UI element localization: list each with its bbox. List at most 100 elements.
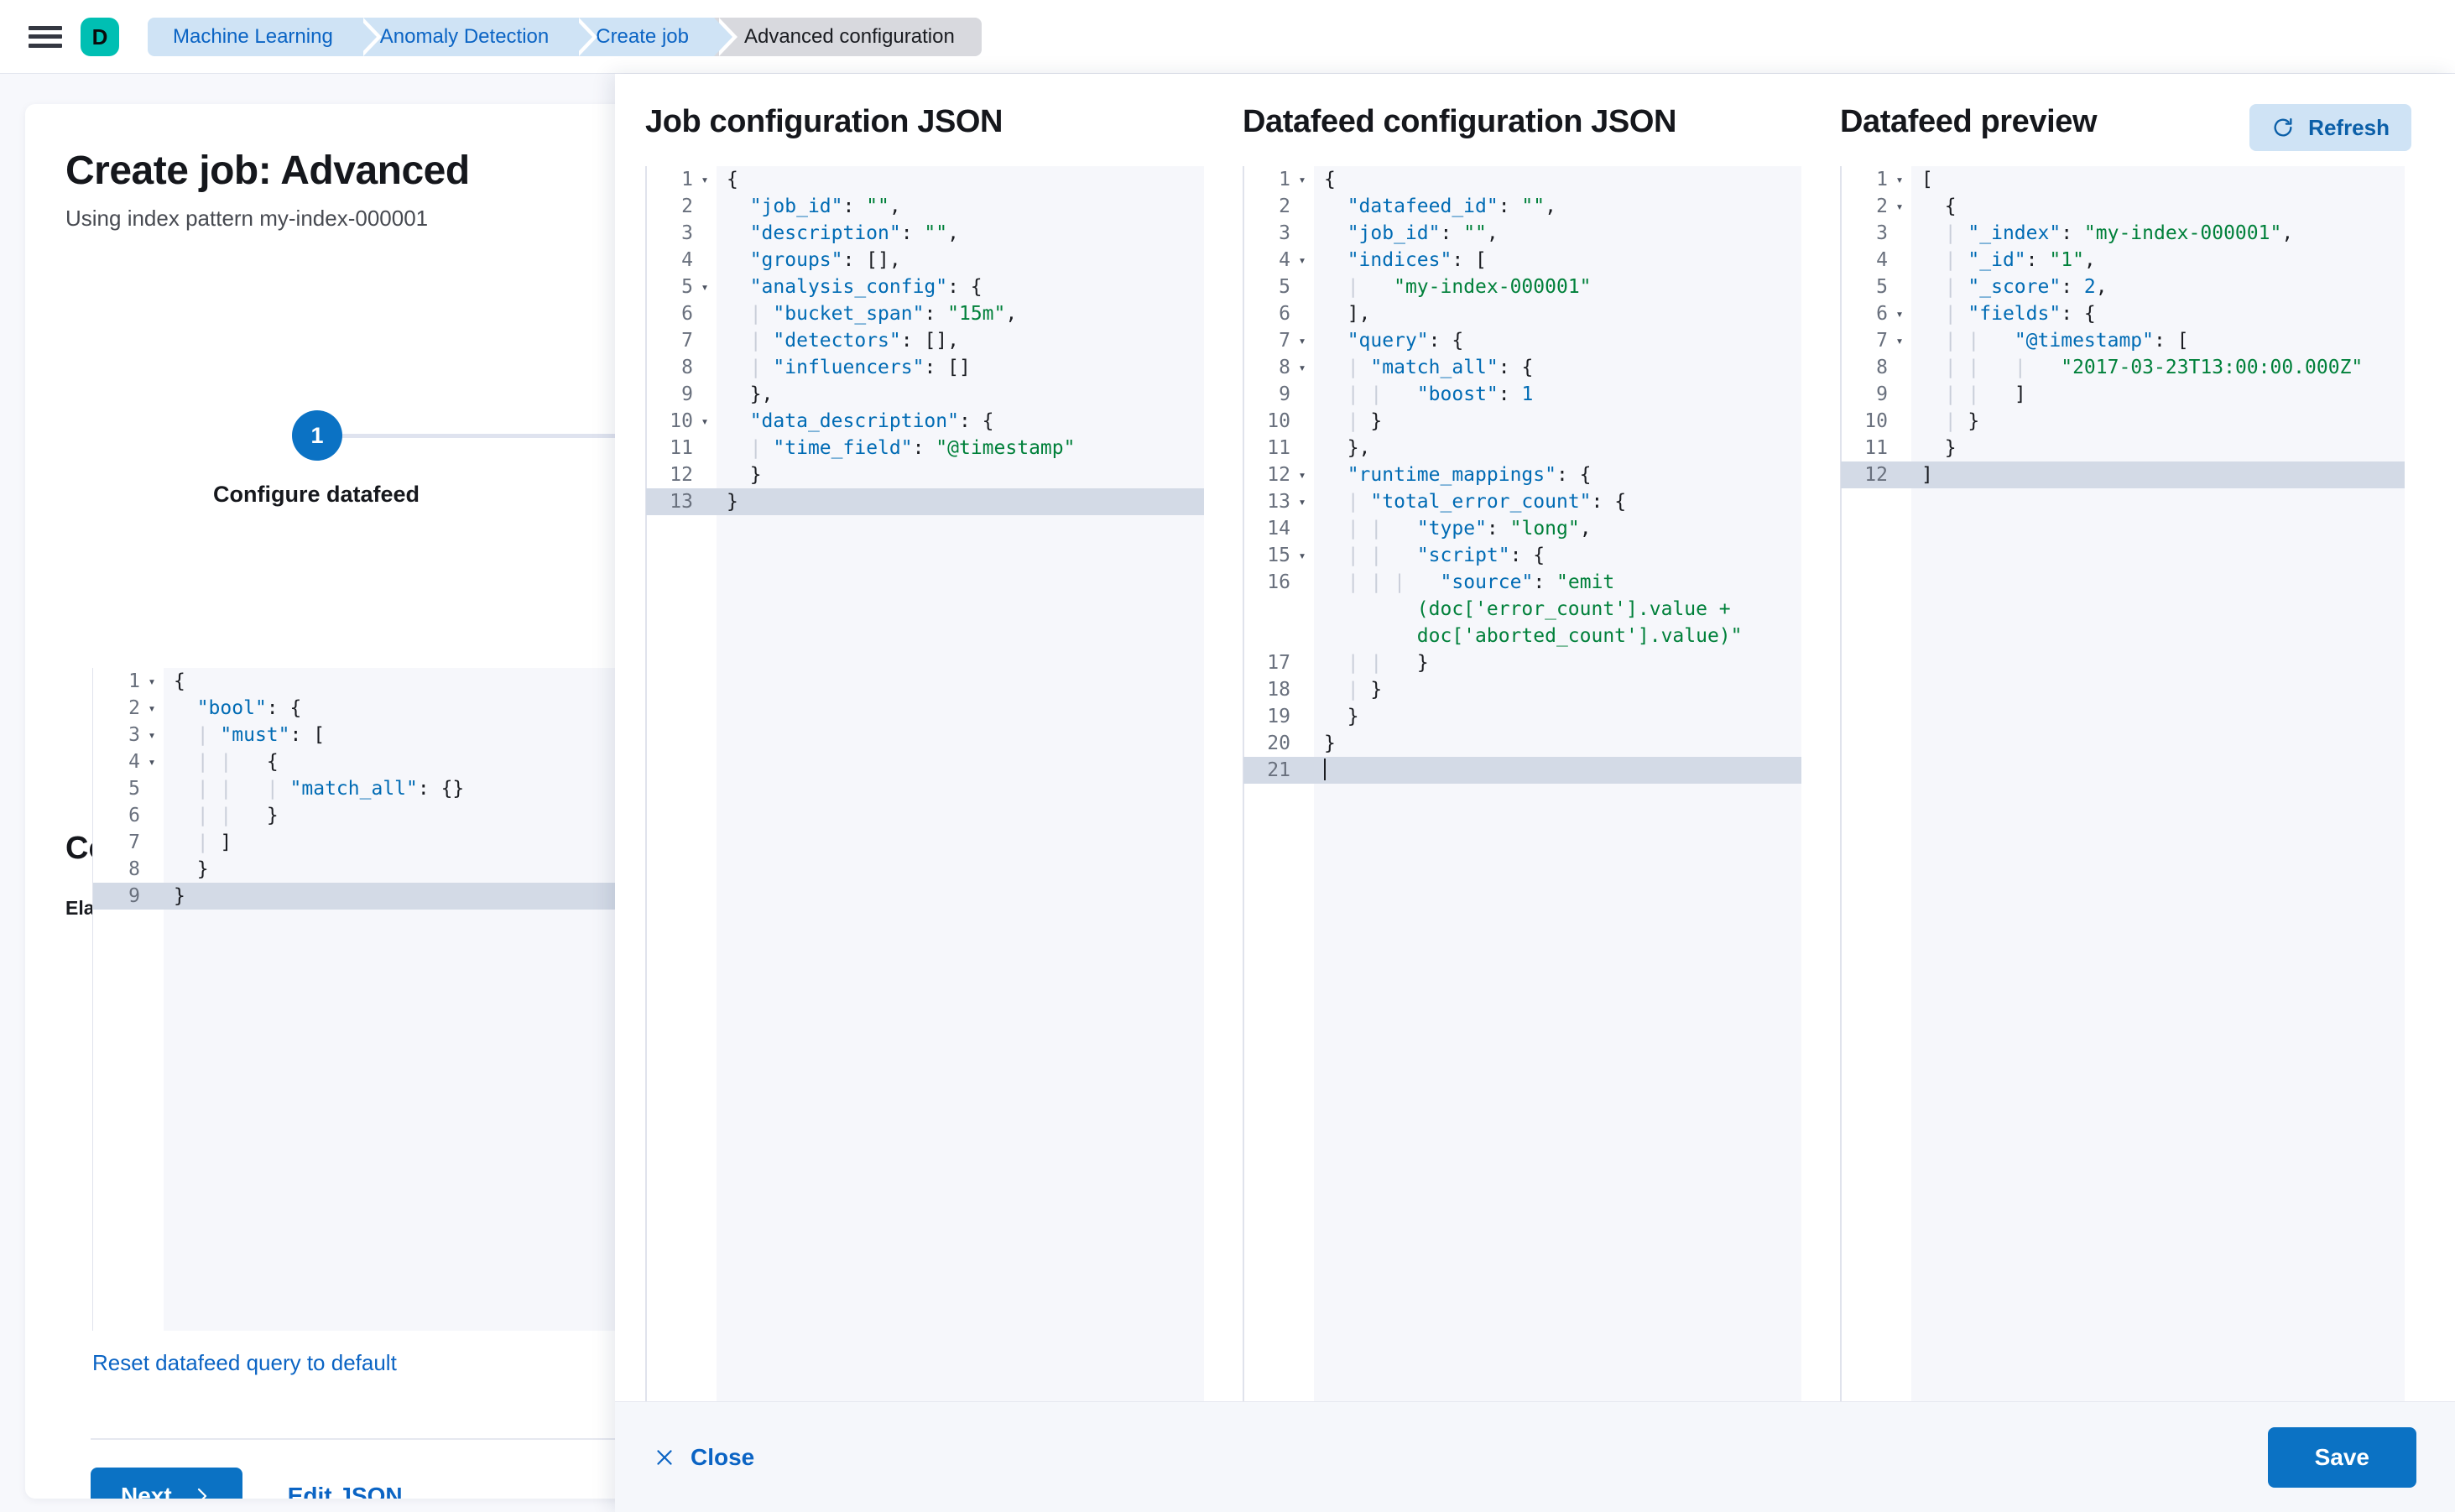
fold-arrow-icon[interactable]: ▾: [1298, 333, 1306, 348]
editor-line-number: 20: [1267, 733, 1290, 754]
editor-line-code: }: [1324, 706, 1359, 727]
editor-line-code: | | | "2017-03-23T13:00:00.000Z": [1944, 357, 2364, 378]
stepper-step-number: 1: [310, 422, 324, 448]
close-button[interactable]: Close: [654, 1444, 754, 1471]
editor-line: 11 },: [1243, 435, 1801, 461]
editor-line-number: 11: [670, 437, 693, 459]
breadcrumb-item-machine-learning[interactable]: Machine Learning: [148, 17, 382, 56]
fold-arrow-icon[interactable]: ▾: [1895, 172, 1904, 187]
editor-line-number: 9: [1876, 383, 1888, 405]
breadcrumb-item-anomaly-detection[interactable]: Anomaly Detection: [357, 17, 598, 56]
datafeed-configuration-column: Datafeed configuration JSON 1▾{2 "datafe…: [1212, 104, 1810, 1401]
editor-line-code: | "fields": {: [1944, 303, 2096, 325]
fold-arrow-icon[interactable]: ▾: [148, 727, 156, 743]
save-button[interactable]: Save: [2267, 1426, 2416, 1488]
fold-arrow-icon[interactable]: ▾: [1298, 360, 1306, 375]
job-configuration-column: Job configuration JSON 1▾{2 "job_id": ""…: [615, 104, 1212, 1401]
editor-line: 3 | "_index": "my-index-000001",: [1841, 220, 2405, 247]
editor-line-number: 6: [128, 805, 140, 826]
editor-line-code: "indices": [: [1347, 249, 1487, 271]
refresh-button[interactable]: Refresh: [2249, 104, 2411, 151]
editor-line: 8 | | | "2017-03-23T13:00:00.000Z": [1841, 354, 2405, 381]
editor-line: 17 | | }: [1243, 649, 1801, 676]
editor-line-number: 2: [1279, 196, 1290, 217]
editor-line-number: 13: [670, 491, 693, 513]
next-button[interactable]: Next: [91, 1468, 242, 1499]
editor-line: 8 | "influencers": []: [646, 354, 1204, 381]
job-configuration-title: Job configuration JSON: [645, 104, 1003, 139]
editor-line-code: }: [727, 491, 738, 513]
editor-line-number: 12: [1864, 464, 1888, 486]
editor-line-number: 5▾: [646, 274, 717, 300]
editor-line-code: "datafeed_id": "",: [1347, 196, 1556, 217]
fold-arrow-icon[interactable]: ▾: [1895, 333, 1904, 348]
editor-line-code: }: [1921, 437, 1957, 459]
editor-line: 2▾ {: [1841, 193, 2405, 220]
editor-line-code: | | | "source": "emit (doc['error_count'…: [1347, 571, 1743, 647]
editor-line-code: | "_score": 2,: [1944, 276, 2108, 298]
fold-arrow-icon[interactable]: ▾: [148, 754, 156, 769]
fold-arrow-icon[interactable]: ▾: [1298, 253, 1306, 268]
fold-arrow-icon[interactable]: ▾: [148, 701, 156, 716]
fold-arrow-icon[interactable]: ▾: [1895, 306, 1904, 321]
editor-line-code: "query": {: [1347, 330, 1464, 352]
editor-line: 2 "datafeed_id": "",: [1243, 193, 1801, 220]
page-subtitle: Using index pattern my-index-000001: [65, 206, 429, 231]
fold-arrow-icon[interactable]: ▾: [701, 279, 709, 295]
editor-line: 1▾{: [646, 166, 1204, 193]
datafeed-preview-editor[interactable]: 1▾[2▾ {3 | "_index": "my-index-000001",4…: [1840, 166, 2405, 1401]
advanced-configuration-flyout: Job configuration JSON 1▾{2 "job_id": ""…: [615, 74, 2455, 1512]
fold-arrow-icon[interactable]: ▾: [701, 172, 709, 187]
logo-avatar[interactable]: D: [81, 17, 119, 56]
fold-arrow-icon[interactable]: ▾: [701, 414, 709, 429]
editor-line-code: }: [174, 858, 209, 880]
stepper-step-1[interactable]: 1: [292, 410, 342, 461]
flyout-footer: Close Save: [615, 1401, 2455, 1512]
editor-line: 5 | "my-index-000001": [1243, 274, 1801, 300]
editor-line: 6 | | }: [93, 802, 780, 829]
editor-line-code: [: [1921, 169, 1933, 190]
editor-line-code: | "_id": "1",: [1944, 249, 2096, 271]
reset-datafeed-query-link[interactable]: Reset datafeed query to default: [92, 1350, 397, 1375]
editor-line: 6 | "bucket_span": "15m",: [646, 300, 1204, 327]
editor-line-code: {: [1921, 196, 1957, 217]
editor-line-code: | | "script": {: [1347, 545, 1545, 566]
editor-line-number: 5: [1279, 276, 1290, 298]
editor-line-code: }: [1324, 733, 1336, 754]
editor-line: 9 | | ]: [1841, 381, 2405, 408]
editor-line: 5 | | | "match_all": {}: [93, 775, 780, 802]
hamburger-icon[interactable]: [29, 23, 62, 51]
editor-line: 16 | | | "source": "emit (doc['error_cou…: [1243, 569, 1801, 649]
fold-arrow-icon[interactable]: ▾: [1298, 494, 1306, 509]
editor-line-number: 4: [681, 249, 693, 271]
fold-arrow-icon[interactable]: ▾: [1298, 548, 1306, 563]
editor-line: 10▾ "data_description": {: [646, 408, 1204, 435]
fold-arrow-icon[interactable]: ▾: [1298, 172, 1306, 187]
breadcrumb-label: Anomaly Detection: [379, 24, 550, 48]
editor-line-code: "job_id": "",: [1347, 222, 1499, 244]
editor-line: 11 | "time_field": "@timestamp": [646, 435, 1204, 461]
editor-line-code: | "detectors": [],: [749, 330, 959, 352]
edit-json-button[interactable]: Edit JSON: [288, 1483, 403, 1499]
top-navigation-bar: D Machine Learning Anomaly Detection Cre…: [0, 0, 2455, 74]
datafeed-configuration-json-editor[interactable]: 1▾{2 "datafeed_id": "",3 "job_id": "",4▾…: [1243, 166, 1801, 1401]
editor-line-number: 2▾: [1841, 193, 1911, 220]
editor-line: 12 }: [646, 461, 1204, 488]
editor-line-code: }: [727, 464, 762, 486]
editor-line: 19 }: [1243, 703, 1801, 730]
editor-line-code: "analysis_config": {: [749, 276, 983, 298]
job-configuration-header: Job configuration JSON: [615, 104, 1212, 166]
breadcrumb-item-advanced-configuration[interactable]: Advanced configuration: [713, 17, 982, 56]
editor-line-number: 4▾: [93, 748, 164, 775]
editor-line-code: | | "boost": 1: [1347, 383, 1534, 405]
fold-arrow-icon[interactable]: ▾: [1298, 467, 1306, 482]
editor-line: 4 "groups": [],: [646, 247, 1204, 274]
editor-line-number: 12: [670, 464, 693, 486]
job-configuration-json-editor[interactable]: 1▾{2 "job_id": "",3 "description": "",4 …: [645, 166, 1204, 1401]
fold-arrow-icon[interactable]: ▾: [148, 674, 156, 689]
fold-arrow-icon[interactable]: ▾: [1895, 199, 1904, 214]
editor-line-code: | "total_error_count": {: [1347, 491, 1627, 513]
editor-line-code: "runtime_mappings": {: [1347, 464, 1592, 486]
chevron-right-icon: [197, 1488, 206, 1499]
editor-line: 3 "description": "",: [646, 220, 1204, 247]
